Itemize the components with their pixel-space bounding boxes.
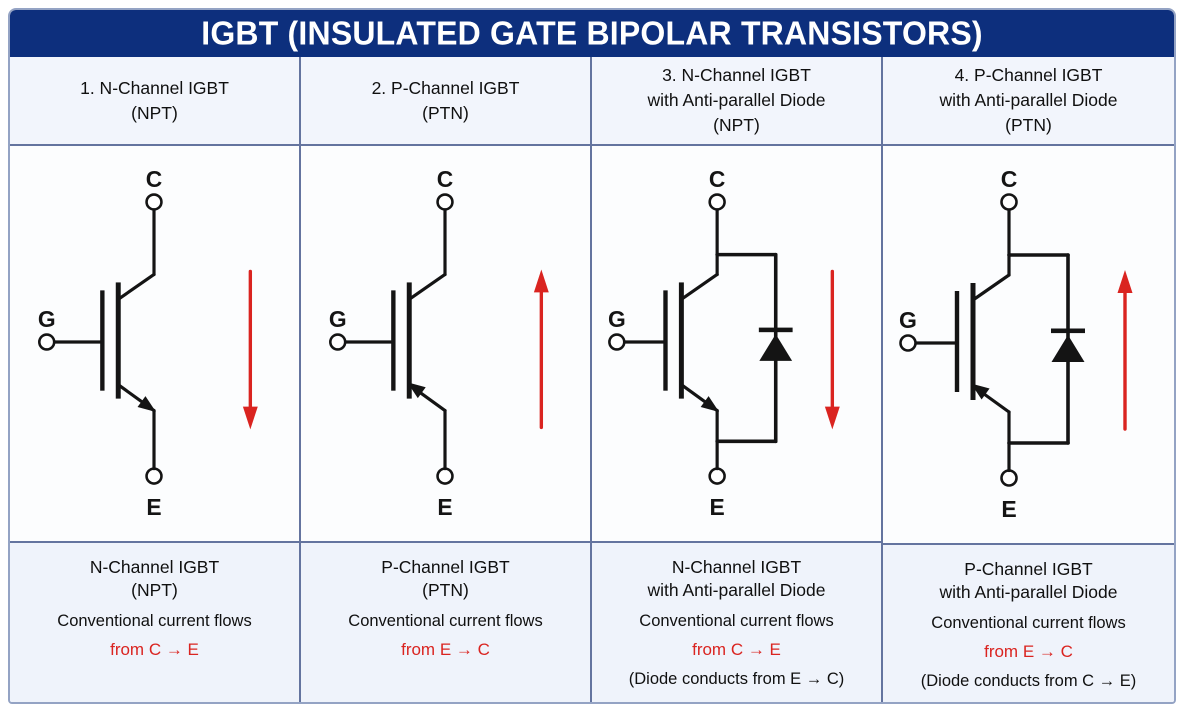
igbt-table-card: IGBT (INSULATED GATE BIPOLAR TRANSISTORS…	[8, 8, 1176, 704]
igbt-columns-grid: 1. N-Channel IGBT (NPT) C G E N-Channel IG…	[10, 57, 1174, 702]
svg-text:C: C	[709, 166, 726, 192]
svg-text:C: C	[1001, 166, 1018, 192]
caption-flow-label: Conventional current flows	[639, 612, 834, 630]
svg-text:E: E	[146, 494, 161, 520]
caption-diode-note: (Diode conducts from C → E)	[920, 672, 1137, 690]
caption-title: P-Channel IGBT with Anti-parallel Diode	[939, 559, 1118, 602]
svg-text:C: C	[437, 166, 454, 192]
svg-text:E: E	[437, 494, 452, 520]
igbt-symbol-graphic: C G E	[608, 166, 726, 520]
page-title: IGBT (INSULATED GATE BIPOLAR TRANSISTORS…	[201, 14, 983, 52]
igbt-circuit-svg: C G E	[38, 166, 258, 520]
caption-cell: P-Channel IGBT with Anti-parallel Diode …	[883, 545, 1174, 702]
igbt-symbol: C G E	[10, 146, 299, 543]
svg-text:G: G	[329, 306, 347, 332]
svg-text:E: E	[1001, 496, 1016, 522]
column-header: 3. N-Channel IGBT with Anti-parallel Dio…	[592, 57, 881, 146]
column-header: 1. N-Channel IGBT (NPT)	[10, 57, 299, 146]
caption-flow-label: Conventional current flows	[57, 612, 252, 630]
igbt-symbol: C G E	[301, 146, 590, 543]
current-direction-arrow-icon	[824, 269, 840, 430]
anti-parallel-diode-graphic	[1007, 253, 1085, 445]
igbt-column: 3. N-Channel IGBT with Anti-parallel Dio…	[592, 57, 883, 702]
caption-title: N-Channel IGBT (NPT)	[89, 557, 220, 600]
caption-title: P-Channel IGBT (PTN)	[381, 557, 510, 600]
igbt-circuit-svg: C G E	[329, 166, 549, 520]
igbt-symbol: C G E	[592, 146, 881, 543]
igbt-column: 2. P-Channel IGBT (PTN) C G E P-Channel IG…	[301, 57, 592, 702]
caption-flow-direction: from C → E	[692, 640, 781, 659]
igbt-symbol: C G E	[883, 146, 1174, 545]
svg-text:G: G	[38, 306, 56, 332]
igbt-column: 1. N-Channel IGBT (NPT) C G E N-Channel IG…	[10, 57, 301, 702]
anti-parallel-diode-graphic	[715, 252, 793, 444]
caption-flow-label: Conventional current flows	[348, 612, 543, 630]
current-direction-arrow-icon	[533, 269, 549, 430]
igbt-circuit-svg: C G E	[899, 166, 1133, 522]
svg-text:G: G	[608, 306, 626, 332]
caption-flow-label: Conventional current flows	[931, 614, 1126, 632]
svg-text:C: C	[146, 166, 163, 192]
svg-text:E: E	[710, 494, 725, 520]
igbt-column: 4. P-Channel IGBT with Anti-parallel Dio…	[883, 57, 1174, 702]
column-header: 2. P-Channel IGBT (PTN)	[301, 57, 590, 146]
caption-flow-direction: from C → E	[110, 640, 199, 659]
caption-title: N-Channel IGBT with Anti-parallel Diode	[647, 557, 826, 600]
igbt-symbol-graphic: C G E	[38, 166, 163, 520]
caption-flow-direction: from E → C	[401, 640, 490, 659]
caption-flow-direction: from E → C	[984, 642, 1073, 661]
caption-cell: N-Channel IGBT (NPT) Conventional curren…	[10, 543, 299, 702]
column-header: 4. P-Channel IGBT with Anti-parallel Dio…	[883, 57, 1174, 146]
igbt-circuit-svg: C G E	[608, 166, 840, 520]
igbt-symbol-graphic: C G E	[899, 166, 1018, 522]
title-banner: IGBT (INSULATED GATE BIPOLAR TRANSISTORS…	[10, 10, 1174, 57]
caption-cell: N-Channel IGBT with Anti-parallel Diode …	[592, 543, 881, 702]
igbt-symbol-graphic: C G E	[329, 166, 454, 520]
caption-diode-note: (Diode conducts from E → C)	[628, 670, 845, 688]
current-direction-arrow-icon	[1117, 270, 1133, 431]
svg-text:G: G	[899, 307, 917, 333]
caption-cell: P-Channel IGBT (PTN) Conventional curren…	[301, 543, 590, 702]
current-direction-arrow-icon	[242, 269, 258, 430]
